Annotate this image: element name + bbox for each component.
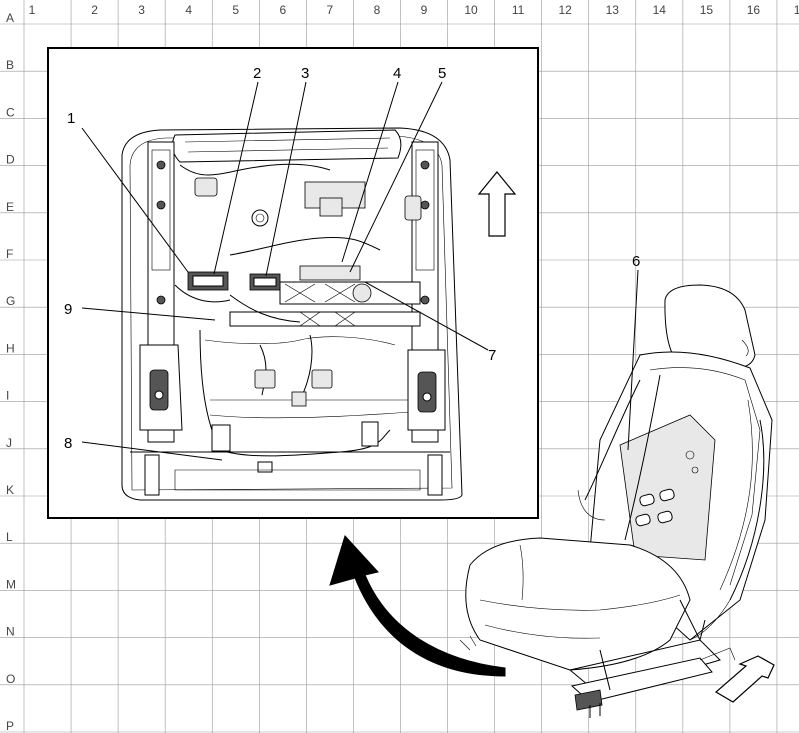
grid-column-label: 10 xyxy=(464,3,478,17)
seat-frame-bottom-view xyxy=(121,127,463,501)
callout-4: 4 xyxy=(393,65,401,82)
leader-lines xyxy=(81,81,639,461)
curved-arrow-icon xyxy=(329,535,506,677)
grid-row-label: C xyxy=(6,105,15,119)
callouts: 1 2 3 4 5 6 7 8 9 xyxy=(64,65,640,452)
up-arrow-icon xyxy=(477,171,517,237)
callout-7: 7 xyxy=(488,347,496,364)
grid-row-label: O xyxy=(6,672,15,686)
grid-row-label: D xyxy=(6,153,15,167)
grid-column-label: 4 xyxy=(185,3,192,17)
inset-panel xyxy=(47,47,539,519)
grid-column-label: 6 xyxy=(279,3,286,17)
callout-1: 1 xyxy=(67,110,75,127)
grid-column-label: 11 xyxy=(512,3,525,17)
grid-row-labels: A B C D E F G H I J K L M N O P xyxy=(6,11,16,733)
callout-3: 3 xyxy=(301,65,309,82)
grid-column-label: 5 xyxy=(232,3,239,17)
callout-8: 8 xyxy=(64,435,72,452)
grid-row-label: E xyxy=(6,200,14,214)
grid-column-label: 9 xyxy=(421,3,428,17)
grid-row-label: P xyxy=(6,719,14,733)
grid-column-label: 2 xyxy=(91,3,98,17)
grid-row-label: A xyxy=(6,11,14,25)
grid-column-label: 12 xyxy=(559,3,573,17)
grid-row-label: I xyxy=(6,389,9,403)
grid-row-label: G xyxy=(6,294,15,308)
grid-row-label: L xyxy=(6,530,13,544)
callout-2: 2 xyxy=(253,65,261,82)
grid-column-labels: 1234567891011121314151617 xyxy=(29,3,799,17)
grid-column-label: 16 xyxy=(747,3,761,17)
grid-row-label: N xyxy=(6,625,15,639)
seat-assembly-view xyxy=(459,284,773,718)
grid-row-label: F xyxy=(6,247,13,261)
grid-column-label: 8 xyxy=(374,3,381,17)
grid-row-label: M xyxy=(6,577,16,591)
grid-row-label: B xyxy=(6,58,14,72)
grid-column-label: 7 xyxy=(327,3,334,17)
callout-6: 6 xyxy=(632,253,640,270)
grid-row-label: J xyxy=(6,436,12,450)
callout-9: 9 xyxy=(64,301,72,318)
grid-column-label: 1 xyxy=(29,3,36,17)
callout-5: 5 xyxy=(438,65,446,82)
grid-column-label: 17 xyxy=(794,3,799,17)
grid-column-label: 13 xyxy=(606,3,620,17)
forward-arrow-icon xyxy=(714,655,775,703)
grid-row-label: K xyxy=(6,483,14,497)
grid-column-label: 15 xyxy=(700,3,714,17)
grid-column-label: 14 xyxy=(653,3,667,17)
grid-column-label: 3 xyxy=(138,3,145,17)
grid-row-label: H xyxy=(6,341,15,355)
